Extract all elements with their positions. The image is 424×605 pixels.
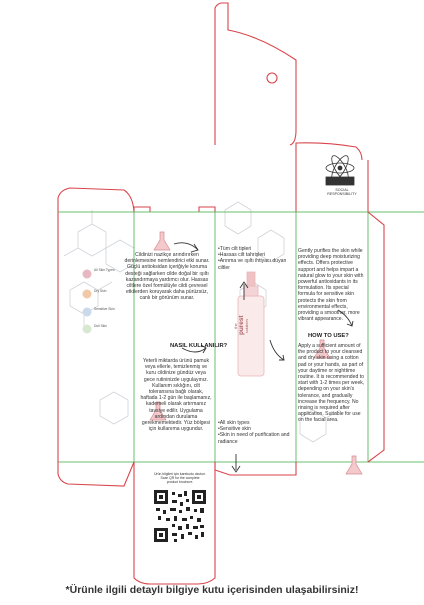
flask-icons xyxy=(149,231,363,475)
swatch-sensitive-skin xyxy=(82,304,92,317)
description-tr: Cildinizi nazikçe arındırırken derinleme… xyxy=(124,252,210,302)
usage-en: Apply a sufficient amount of the product… xyxy=(298,343,365,424)
swatch-label: Dull Skin xyxy=(94,324,108,328)
arrow-icons xyxy=(173,242,354,473)
curved-arrow-icon xyxy=(173,242,199,253)
flask-icon xyxy=(345,455,363,475)
swatch-label: All Skin Types xyxy=(94,268,115,272)
social-responsibility-icon xyxy=(325,155,355,186)
qr-code xyxy=(154,490,206,542)
footer-caption: *Ürünle ilgili detaylı bilgiye kutu içer… xyxy=(65,584,359,596)
usage-tr: Yeterli miktarda ürünü pamuk veya ellerl… xyxy=(140,358,212,433)
swatch-dot xyxy=(82,307,92,317)
features-tr: •Tüm cilt tipleri •Hassas cilt tahrişler… xyxy=(218,246,287,271)
swatch-label: Dry Skin xyxy=(94,289,107,293)
top-flaps xyxy=(57,2,369,213)
description-en: Gently purifies the skin while providing… xyxy=(298,248,364,323)
brand-line-2: purest xyxy=(238,315,245,335)
social-responsibility-label: SOCIAL RESPONSIBILITY xyxy=(327,188,357,197)
main-panels xyxy=(57,211,424,487)
flask-icon xyxy=(149,401,167,421)
swatch-all-skin-types xyxy=(82,266,92,279)
product-bottle-illustration xyxy=(237,271,265,377)
flask-icon xyxy=(153,231,171,251)
swatch-dull-skin xyxy=(82,321,92,334)
arrow-down-icon xyxy=(231,454,241,473)
curved-arrow-icon xyxy=(181,344,207,354)
swatch-label: Sensitive Skin xyxy=(94,307,115,311)
swatch-dot xyxy=(82,289,92,299)
arrow-up-icon xyxy=(239,281,249,300)
swatch-dot xyxy=(82,324,92,334)
usage-heading-en: HOW TO USE? xyxy=(308,333,349,339)
brand-line-3: solutions xyxy=(245,318,249,334)
bottom-flap xyxy=(133,462,216,585)
usage-heading-tr: NASIL KULLANILIR? xyxy=(170,343,228,349)
swatch-dry-skin xyxy=(82,286,92,299)
features-en: •All skin types •Sensitive skin •Skin in… xyxy=(218,420,290,445)
brand-logo: the purest solutions xyxy=(233,315,273,335)
curved-arrow-icon xyxy=(337,309,354,327)
qr-caption: Ürün bilgileri için karekodu okutun. Sca… xyxy=(154,472,206,485)
curved-arrow-icon xyxy=(269,339,285,361)
flask-icon xyxy=(313,339,331,359)
swatch-dot xyxy=(82,269,92,279)
